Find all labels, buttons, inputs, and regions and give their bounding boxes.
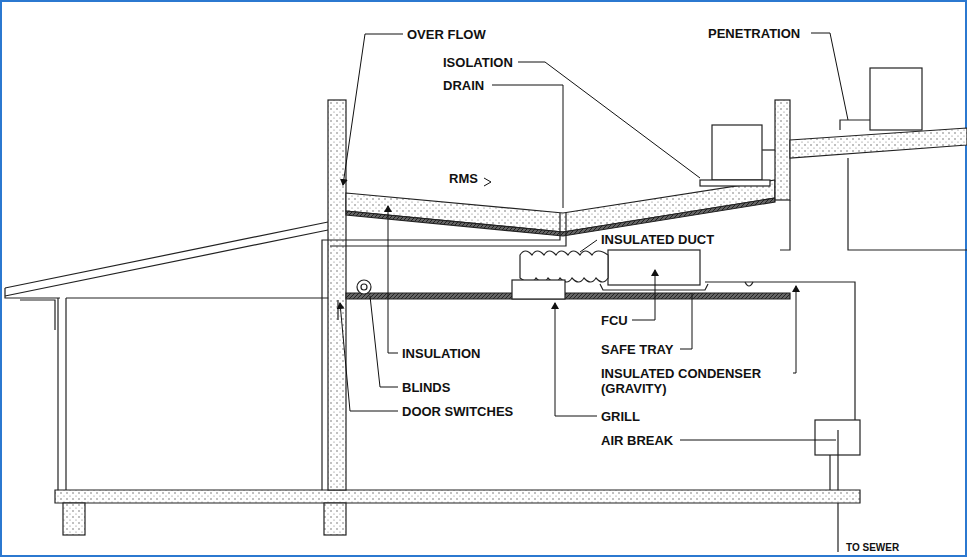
callout-label: INSULATION	[400, 346, 482, 361]
callout-label: SAFE TRAY	[599, 342, 675, 357]
callout-label: RMS	[447, 171, 480, 186]
callout-label: OVER FLOW	[405, 27, 488, 42]
callout-label: DOOR SWITCHES	[400, 404, 515, 419]
callout-label: TO SEWER	[844, 542, 901, 553]
callout-label: FCU	[599, 313, 630, 328]
callout-label: INSULATED DUCT	[599, 232, 716, 247]
callout-label: ISOLATION	[441, 55, 515, 70]
callout-label: AIR BREAK	[599, 433, 675, 448]
callout-label: GRILL	[599, 409, 642, 424]
callout-label: PENETRATION	[706, 26, 802, 41]
callout-label: DRAIN	[441, 78, 486, 93]
callout-label: BLINDS	[400, 380, 452, 395]
callout-label: INSULATED CONDENSER (GRAVITY)	[599, 366, 793, 396]
